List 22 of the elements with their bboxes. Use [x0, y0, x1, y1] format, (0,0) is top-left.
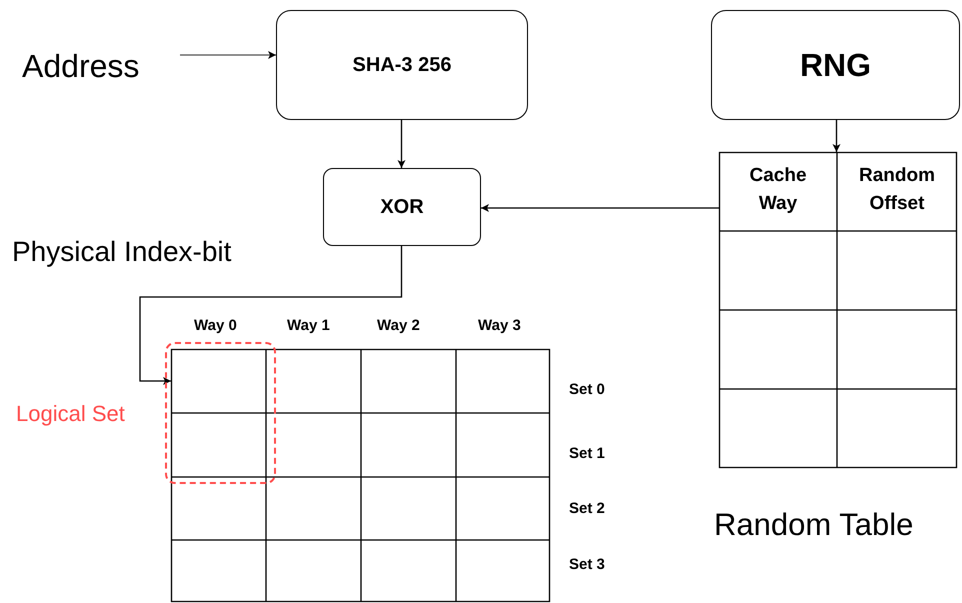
annotation-label: Physical Index-bit — [12, 236, 232, 268]
process-box: RNG — [711, 10, 960, 120]
process-box: SHA-3 256 — [276, 10, 528, 120]
arrow — [180, 51, 276, 59]
row-label: Set 1 — [569, 445, 605, 462]
row-label: Set 3 — [569, 556, 605, 573]
arrow — [398, 120, 406, 168]
table-caption: Random Table — [714, 507, 914, 543]
arrow — [139, 246, 402, 385]
input-label: Address — [22, 45, 140, 87]
arrow — [832, 120, 840, 152]
process-box: XOR — [323, 168, 481, 246]
column-label: Way 0 — [194, 317, 237, 334]
column-label: Way 3 — [478, 317, 521, 334]
column-header: Cache Way — [748, 164, 808, 216]
arrow — [481, 204, 719, 212]
group-label: Logical Set — [16, 401, 125, 427]
column-header: Random Offset — [858, 164, 936, 216]
column-label: Way 1 — [287, 317, 330, 334]
row-label: Set 0 — [569, 381, 605, 398]
row-label: Set 2 — [569, 500, 605, 517]
column-label: Way 2 — [377, 317, 420, 334]
